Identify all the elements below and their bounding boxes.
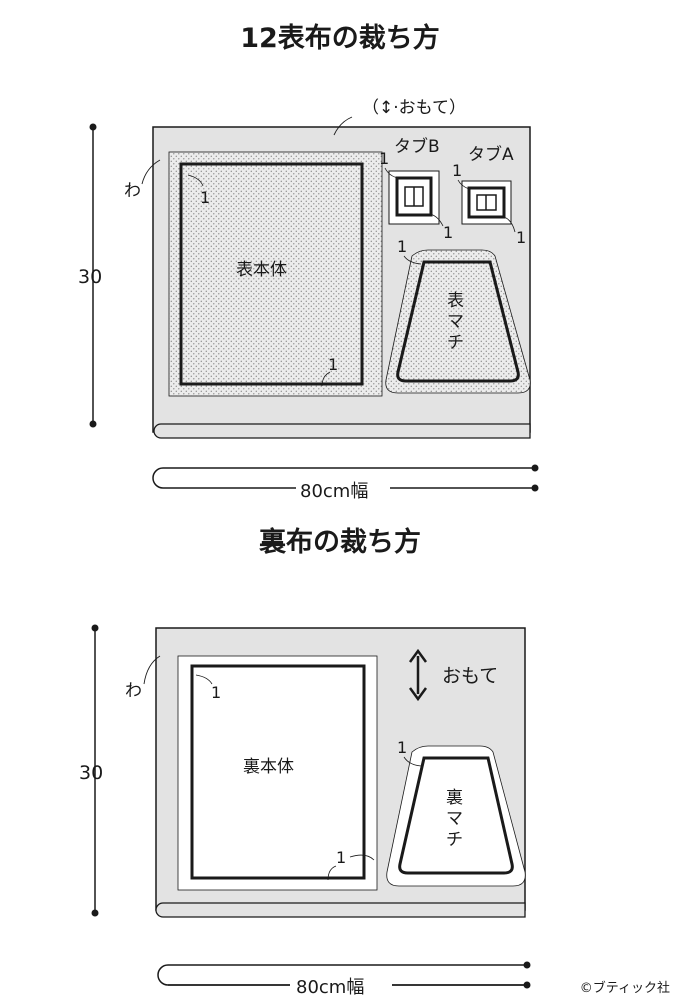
bottom-seam-1: 1 <box>211 683 221 702</box>
bottom-seam-2: 1 <box>336 848 346 867</box>
top-title: 12表布の裁ち方 <box>240 23 440 54</box>
bottom-main-label: 裏本体 <box>243 756 294 777</box>
top-seam-1: 1 <box>200 188 210 207</box>
bottom-gusset-char-2: マ <box>446 809 463 829</box>
tab-b-seam-1: 1 <box>379 149 389 168</box>
tab-b-label: タブB <box>394 136 440 157</box>
top-gusset-char-2: マ <box>447 312 464 332</box>
bottom-width-dimension <box>157 964 527 986</box>
top-grain-label: （↕·おもて） <box>362 98 466 118</box>
tab-a-label: タブA <box>468 144 514 165</box>
top-layout: 30 わ （↕·おもて） 表本体 1 1 タブB 1 1 タブA 1 <box>78 98 539 502</box>
bottom-height-label: 30 <box>79 762 103 784</box>
bottom-fold-label: わ <box>125 681 142 701</box>
bottom-gusset-seam: 1 <box>397 738 407 757</box>
top-fold-label: わ <box>124 181 141 201</box>
bottom-gusset-piece <box>398 756 514 875</box>
top-width-label: 80cm幅 <box>300 481 368 502</box>
top-gusset-char-1: 表 <box>447 291 464 311</box>
tab-b-seam-2: 1 <box>443 223 453 242</box>
top-main-label: 表本体 <box>236 260 287 280</box>
top-gusset-char-3: チ <box>447 333 464 353</box>
bottom-grain-label: おもて <box>442 665 498 687</box>
bottom-gusset-char-3: チ <box>446 830 463 850</box>
top-main-piece <box>179 162 364 386</box>
bottom-width-label: 80cm幅 <box>296 977 364 998</box>
bottom-main-piece <box>190 664 366 880</box>
copyright-credit: ©ブティック社 <box>579 981 670 996</box>
tab-a-seam-2: 1 <box>516 228 526 247</box>
bottom-title: 裏布の裁ち方 <box>259 527 421 558</box>
top-seam-2: 1 <box>328 355 338 374</box>
top-gusset-seam: 1 <box>397 237 407 256</box>
tab-a-seam-1: 1 <box>452 161 462 180</box>
top-width-dimension <box>152 467 535 489</box>
top-height-label: 30 <box>78 266 102 288</box>
top-gusset-piece <box>396 260 520 383</box>
bottom-layout: 30 わ おもて 裏本体 1 1 裏 マ チ 1 <box>79 624 531 998</box>
bottom-gusset-char-1: 裏 <box>446 787 463 808</box>
